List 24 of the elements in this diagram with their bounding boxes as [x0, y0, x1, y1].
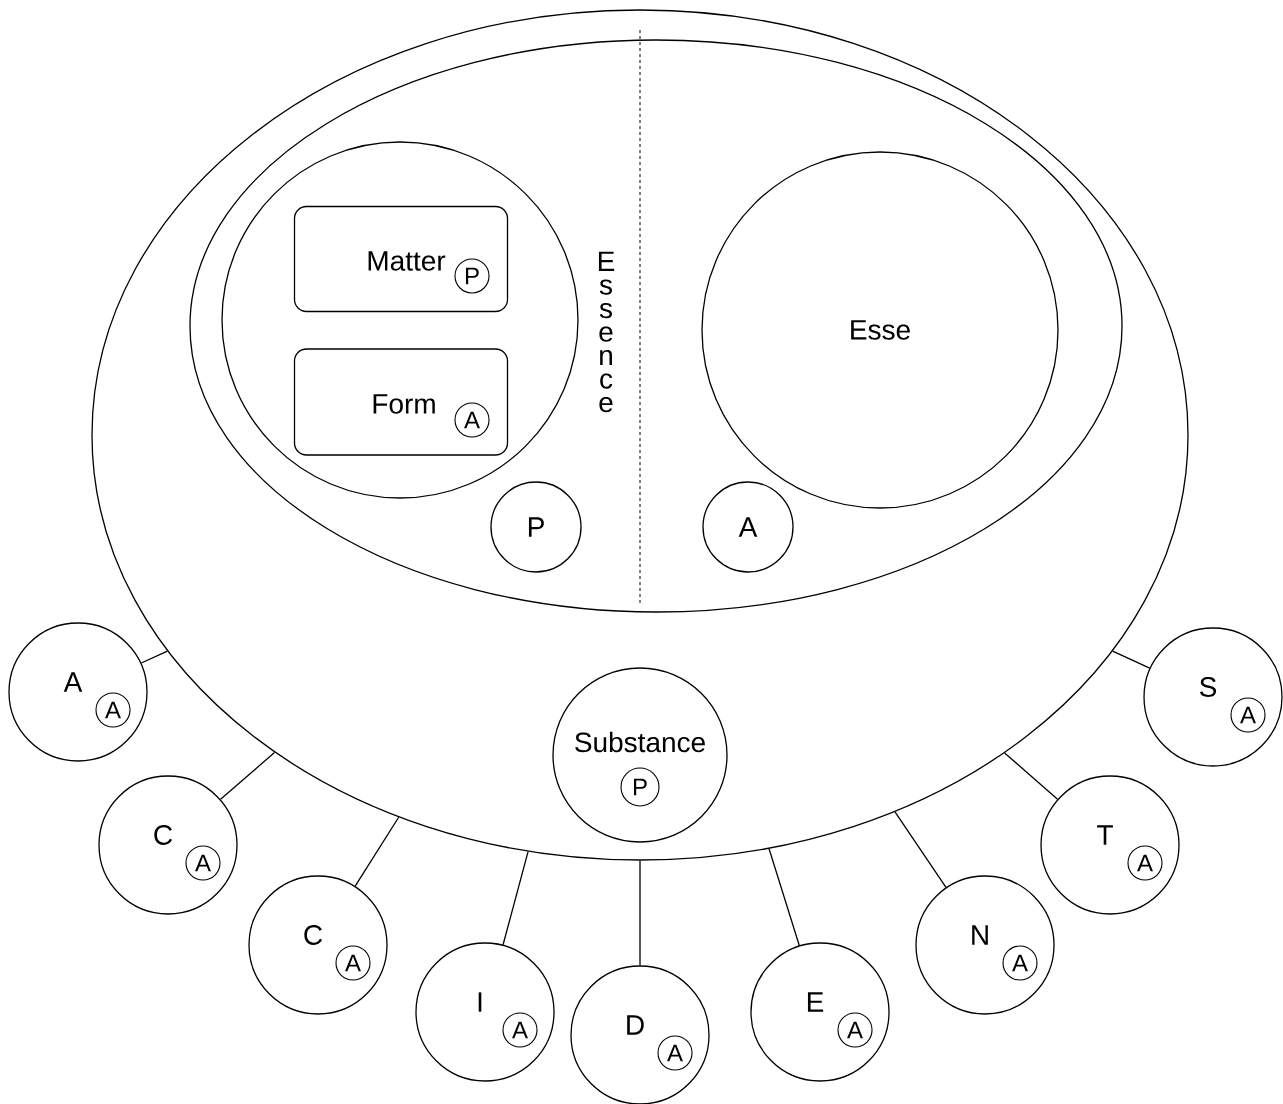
- circled-letter: A: [657, 1035, 693, 1071]
- connector-line: [1112, 650, 1151, 669]
- connector-line: [894, 811, 947, 888]
- connector-line: [1003, 752, 1059, 800]
- circle: [221, 141, 579, 499]
- circled-letter: A: [1002, 945, 1038, 981]
- ellipse-outline: [189, 39, 1123, 613]
- circled-letter: P: [620, 767, 660, 807]
- connector-line: [639, 860, 641, 966]
- circled-letter: A: [95, 692, 131, 728]
- circled-letter: A: [1230, 697, 1266, 733]
- connector-line: [219, 751, 276, 800]
- circled-letter: A: [837, 1012, 873, 1048]
- circled-letter: A: [185, 845, 221, 881]
- circled-letter: A: [502, 1012, 538, 1048]
- circled-letter: A: [335, 945, 371, 981]
- connector-line: [140, 650, 168, 664]
- circled-letter: A: [1127, 845, 1163, 881]
- circled-letter: P: [454, 258, 490, 294]
- circled-letter: A: [454, 402, 490, 438]
- connector-line: [354, 816, 400, 887]
- vertical-label: Essence: [598, 251, 615, 413]
- connector-line: [502, 851, 529, 946]
- connector-line: [768, 848, 800, 947]
